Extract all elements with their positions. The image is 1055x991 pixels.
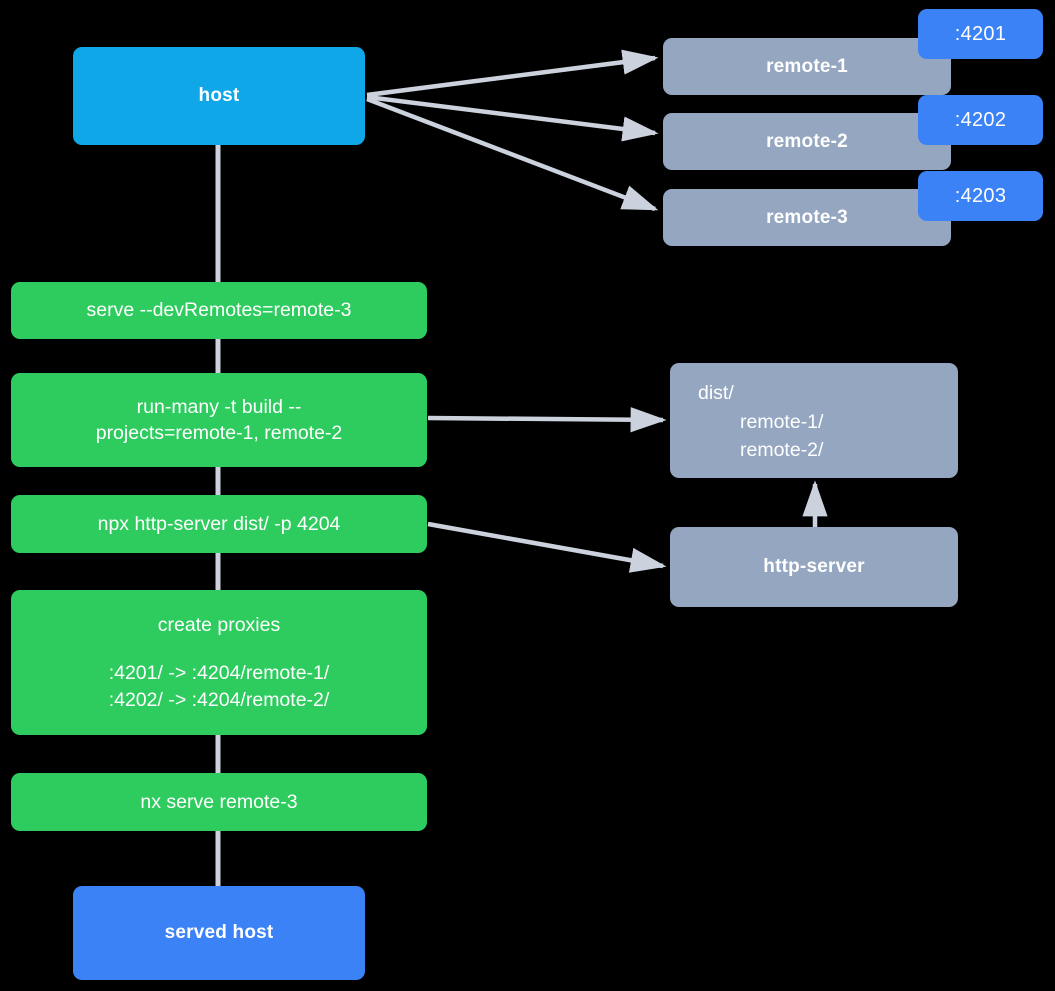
node-command-npx-http-server-label: npx http-server dist/ -p 4204	[97, 512, 341, 535]
edge-host-to-remote-3	[366, 96, 659, 212]
node-command-run-many-line-2: projects=remote-1, remote-2	[95, 422, 343, 444]
node-remote-3[interactable]: remote-3	[663, 189, 951, 246]
node-served-host-label: served host	[164, 922, 274, 944]
node-remote-2[interactable]: remote-2	[663, 113, 951, 170]
node-dist-line-2: remote-1/	[740, 410, 824, 433]
node-command-create-proxies[interactable]: create proxies :4201/ -> :4204/remote-1/…	[11, 590, 427, 735]
port-badge-remote-1[interactable]: :4201	[918, 9, 1043, 59]
node-command-create-proxies-title: create proxies	[157, 614, 281, 637]
node-host-label: host	[198, 85, 240, 107]
node-remote-2-label: remote-2	[766, 130, 848, 152]
node-remote-1[interactable]: remote-1	[663, 38, 951, 95]
node-command-nx-serve-remote-3-label: nx serve remote-3	[140, 790, 298, 813]
edge-host-to-remote-1	[366, 49, 659, 98]
node-http-server-label: http-server	[763, 556, 865, 578]
node-dist-folder[interactable]: dist/ remote-1/ remote-2/	[670, 363, 958, 478]
node-host[interactable]: host	[73, 47, 365, 145]
edge-host-to-remote-2	[366, 94, 659, 142]
node-command-run-many[interactable]: run-many -t build -- projects=remote-1, …	[11, 373, 427, 467]
node-command-npx-http-server[interactable]: npx http-server dist/ -p 4204	[11, 495, 427, 553]
port-badge-remote-1-label: :4201	[954, 22, 1007, 45]
node-http-server[interactable]: http-server	[670, 527, 958, 607]
port-badge-remote-3-label: :4203	[954, 184, 1007, 207]
node-command-serve-devremotes[interactable]: serve --devRemotes=remote-3	[11, 282, 427, 339]
port-badge-remote-2[interactable]: :4202	[918, 95, 1043, 145]
node-remote-1-label: remote-1	[766, 55, 848, 77]
port-badge-remote-2-label: :4202	[954, 108, 1007, 131]
node-dist-line-3: remote-2/	[740, 439, 824, 462]
port-badge-remote-3[interactable]: :4203	[918, 171, 1043, 221]
node-command-serve-devremotes-label: serve --devRemotes=remote-3	[86, 299, 352, 322]
edge-npx-to-httpserver	[427, 521, 667, 573]
node-command-create-proxies-mapping-1: :4201/ -> :4204/remote-1/	[108, 662, 330, 685]
node-remote-3-label: remote-3	[766, 206, 848, 228]
edge-runmany-to-dist	[427, 407, 667, 433]
node-command-create-proxies-mapping-2: :4202/ -> :4204/remote-2/	[108, 688, 330, 711]
node-served-host[interactable]: served host	[73, 886, 365, 980]
node-command-nx-serve-remote-3[interactable]: nx serve remote-3	[11, 773, 427, 831]
node-dist-line-1: dist/	[698, 382, 734, 404]
node-command-run-many-line-1: run-many -t build --	[136, 395, 302, 418]
